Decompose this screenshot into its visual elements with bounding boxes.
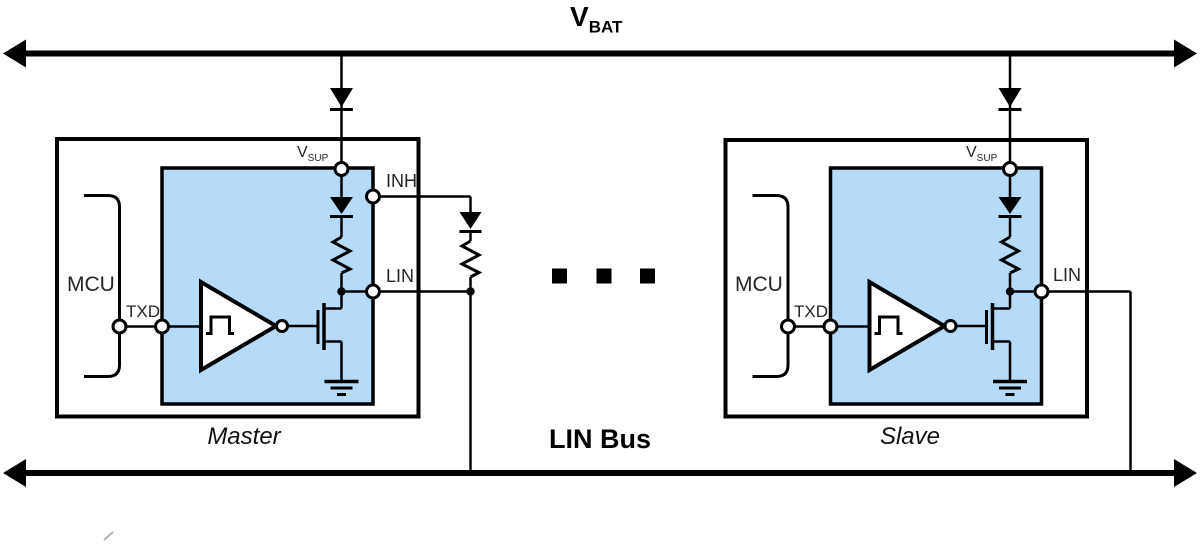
lin-right-arrow-icon	[1174, 459, 1197, 487]
master-driver-buffer-icon	[199, 278, 280, 374]
vbat-right-arrow-icon	[1174, 39, 1197, 68]
master-mcu-bracket	[84, 194, 121, 378]
slave-driver-buffer-icon	[867, 278, 949, 374]
slave-wires	[794, 56, 1132, 470]
ellipsis-dots	[552, 268, 655, 284]
external-pullup-network	[458, 196, 483, 470]
master-mcu-label: MCU	[67, 273, 115, 296]
master-supply-diode-icon	[330, 88, 353, 107]
master-lin-label: LIN	[386, 266, 415, 286]
slave-txd-label: TXD	[794, 302, 828, 321]
master-wires	[126, 56, 471, 382]
vsup-main-text: V	[966, 144, 977, 161]
slave-pullup-resistor-icon	[998, 235, 1022, 275]
lin-left-arrow-icon	[3, 459, 26, 487]
master-internal-diode-icon	[330, 197, 353, 214]
vsup-sub-text: SUP	[307, 153, 329, 165]
slave-vsup-label: VSUP	[966, 144, 998, 165]
slave-mcu-txd-terminal	[780, 318, 796, 335]
master-vsup-label: VSUP	[297, 144, 329, 165]
slave-node-name: Slave	[879, 423, 941, 450]
ellipsis-dot	[552, 268, 567, 284]
master-inh-label: INH	[386, 171, 417, 191]
vbat-bus	[3, 39, 1197, 68]
lin-bus	[3, 459, 1197, 487]
slave-pulse-icon	[874, 315, 903, 335]
master-lin-junction-dot	[337, 287, 346, 296]
master-buffer-bubble	[275, 319, 289, 333]
ellipsis-dot	[596, 268, 612, 284]
slave-node	[723, 56, 1132, 470]
slave-supply-diode-icon	[998, 88, 1022, 107]
slave-internal-diode-icon	[998, 197, 1022, 214]
slave-lin-terminal	[1033, 283, 1050, 300]
ellipsis-dot	[640, 268, 655, 284]
external-lin-junction-dot	[466, 287, 475, 296]
master-ground-icon	[324, 379, 359, 396]
master-pullup-resistor-icon	[329, 235, 354, 275]
vbat-main-text: V	[570, 1, 589, 32]
master-vsup-terminal	[333, 161, 350, 177]
master-chip-txd-terminal	[154, 318, 170, 335]
vbat-left-arrow-icon	[3, 39, 26, 68]
slave-mcu-label: MCU	[735, 273, 783, 296]
vbat-label: VBAT	[570, 1, 622, 36]
stray-mark	[103, 531, 114, 541]
master-inh-terminal	[365, 188, 381, 205]
slave-lin-label: LIN	[1053, 265, 1082, 285]
vsup-sub-text: SUP	[976, 153, 998, 165]
master-lin-terminal	[365, 283, 381, 300]
slave-vsup-terminal	[1002, 161, 1018, 177]
master-node	[55, 56, 471, 419]
master-node-name: Master	[207, 423, 281, 450]
vbat-sub-text: BAT	[588, 17, 623, 37]
slave-ground-icon	[993, 379, 1027, 396]
vsup-main-text: V	[297, 144, 308, 161]
master-pulse-icon	[206, 315, 234, 335]
lin-bus-label: LIN Bus	[549, 424, 652, 454]
master-txd-label: TXD	[126, 302, 160, 321]
slave-chip-txd-terminal	[822, 318, 839, 335]
external-diode-icon	[459, 212, 482, 229]
slave-lin-junction-dot	[1005, 287, 1015, 296]
external-resistor-icon	[458, 239, 483, 279]
master-mcu-txd-terminal	[111, 318, 128, 335]
slave-mcu-bracket	[752, 194, 790, 378]
slave-buffer-bubble	[943, 319, 958, 333]
